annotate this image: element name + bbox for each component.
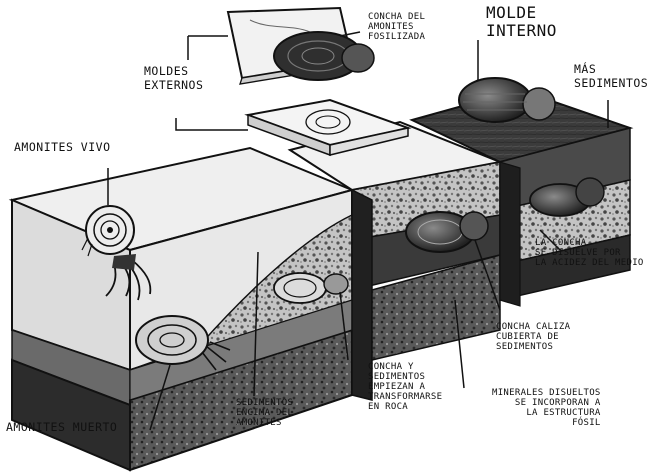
label-limestone-shell: CONCHA CALIZA CUBIERTA DE SEDIMENTOS: [496, 322, 570, 352]
label-shell-dissolves: LA CONCHA SE DISUELVE POR LA ACIDEZ DEL …: [535, 238, 644, 268]
fossil-rock-slab: [228, 8, 374, 84]
label-shell-to-rock: CONCHA Y SEDIMENTOS EMPIEZAN A TRANSFORM…: [368, 362, 442, 412]
label-living-ammonite: AMONITES VIVO: [14, 140, 111, 154]
label-more-sediments: MÁS SEDIMENTOS: [574, 62, 648, 90]
fossil-ammonite-icon: [459, 78, 555, 122]
label-dead-ammonite: AMONITES MUERTO: [6, 420, 117, 434]
label-fossilized-shell: CONCHA DEL AMONITES FOSILIZADA: [368, 12, 425, 42]
label-internal-mold: MOLDE INTERNO: [486, 4, 557, 40]
label-external-molds: MOLDES EXTERNOS: [144, 64, 203, 92]
label-sediments-above: SEDIMENTOS ENCIMA DEL AMONITES: [236, 398, 293, 428]
label-dissolved-minerals: MINERALES DISUELTOS SE INCORPORAN A LA E…: [492, 388, 601, 428]
